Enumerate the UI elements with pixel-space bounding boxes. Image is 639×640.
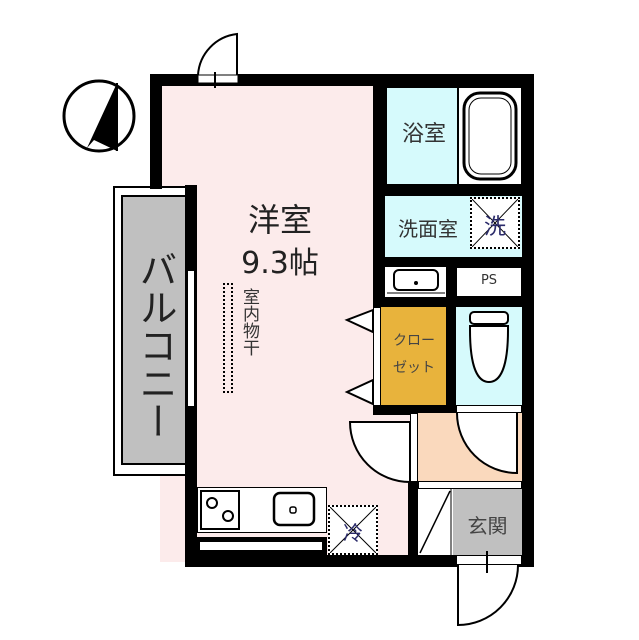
kitchen-shelf-inner [200,542,322,550]
entrance-door[interactable] [456,555,522,565]
kitchen-sink-icon [272,491,316,527]
indoor-drying-bar [223,283,233,393]
wall-ps-bottom [373,297,534,307]
western-room-size: 9.3帖 [241,246,319,281]
wall-bath-bottom [373,186,534,196]
toilet-door[interactable] [456,405,522,413]
wall-top [150,74,534,86]
balcony-window[interactable] [187,270,195,407]
wall-washroom-bottom [373,257,534,267]
closet-label-1: クロー [393,333,435,349]
ps-box [456,267,522,297]
closet-label-2: ゼット [393,360,435,376]
wall-entrance-left [408,481,418,561]
wall-ps-left [446,267,456,412]
toilet-door-swing [456,412,518,475]
hallway-bottom-step [418,481,522,489]
room-door-swing [348,421,411,484]
balcony-floor [121,195,187,465]
bathroom-label: 浴室 [401,122,446,147]
wall-bottom [185,555,534,567]
western-room-name: 洋室 [247,201,312,239]
shoe-box-icon [419,489,452,555]
washer-label: 洗 [483,215,506,240]
closet [381,307,446,407]
ps-label: PS [480,273,498,288]
wall-closet-bottom [373,405,458,415]
washroom-label: 洗面室 [398,217,458,241]
washbasin-icon [387,269,445,294]
wall-right [522,74,534,567]
entrance-label: 玄関 [467,514,508,538]
entrance [453,489,522,555]
north-arrow-icon [62,79,136,153]
balcony-label: バルコニー [133,250,177,440]
indoor-drying-label: 室内物干 [239,288,259,356]
fridge-label: 冷 [343,521,363,545]
stove-icon [200,490,240,530]
top-door[interactable] [195,30,245,88]
toilet-icon [469,311,509,384]
fridge-space: 冷 [328,505,378,555]
washer-space: 洗 [470,197,520,249]
closet-door-icons [344,308,374,406]
bathtub-icon [457,86,523,186]
entrance-door-swing [457,551,519,627]
wall-left-upper [150,74,162,189]
